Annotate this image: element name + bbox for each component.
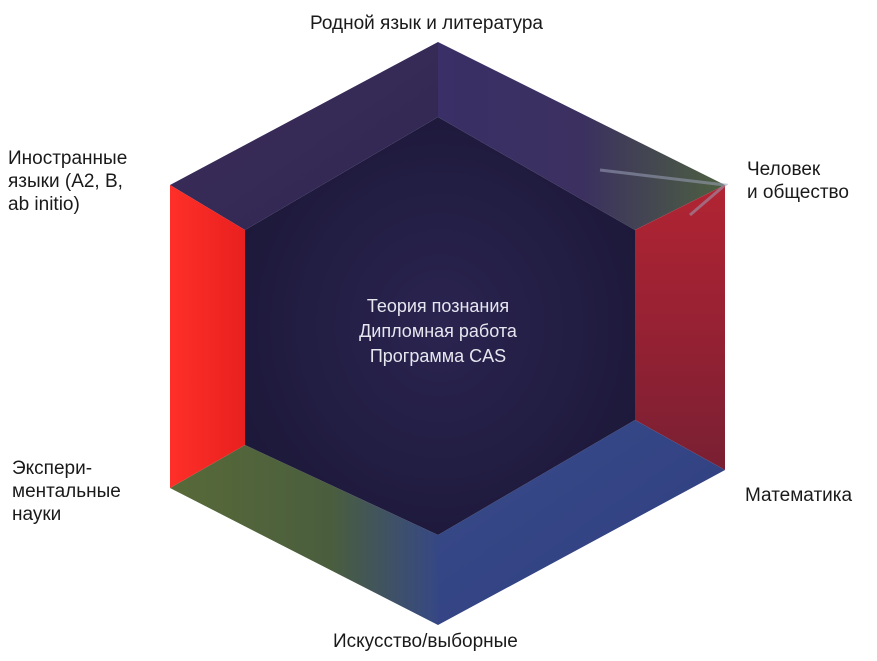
center-hexagon: [245, 117, 635, 535]
label-line: Иностранные: [8, 148, 128, 169]
center-text: Теория познания Дипломная работа Програм…: [318, 294, 558, 369]
label-line: науки: [12, 504, 62, 525]
face-top-left: [170, 42, 438, 230]
label-line: и общество: [747, 182, 849, 203]
label-mathematics: Математика: [745, 484, 852, 507]
face-bottom-right: [438, 420, 725, 625]
label-line: Экспери-: [12, 458, 93, 479]
label-line: ментальные: [12, 481, 121, 502]
label-line: ab initio): [8, 194, 80, 215]
face-left: [170, 185, 245, 488]
rim-highlight: [599, 168, 729, 217]
center-line-1: Теория познания: [366, 296, 510, 316]
label-line: Математика: [745, 485, 853, 506]
label-line: Родной язык и литература: [310, 13, 543, 34]
center-line-3: Программа CAS: [369, 346, 507, 366]
face-right-upper: [635, 185, 725, 470]
center-line-2: Дипломная работа: [359, 321, 517, 341]
label-native-language: Родной язык и литература: [310, 12, 543, 35]
label-arts-electives: Искусство/выборные: [333, 630, 518, 653]
label-individuals-societies: Человек и общество: [747, 158, 849, 204]
label-line: Человек: [747, 159, 821, 180]
face-top-right: [438, 42, 725, 230]
face-bottom-left: [170, 445, 438, 625]
label-experimental-sciences: Экспери- ментальные науки: [12, 457, 121, 526]
label-line: языки (A2, B,: [8, 171, 123, 192]
label-foreign-languages: Иностранные языки (A2, B, ab initio): [8, 147, 127, 216]
label-line: Искусство/выборные: [333, 631, 518, 652]
